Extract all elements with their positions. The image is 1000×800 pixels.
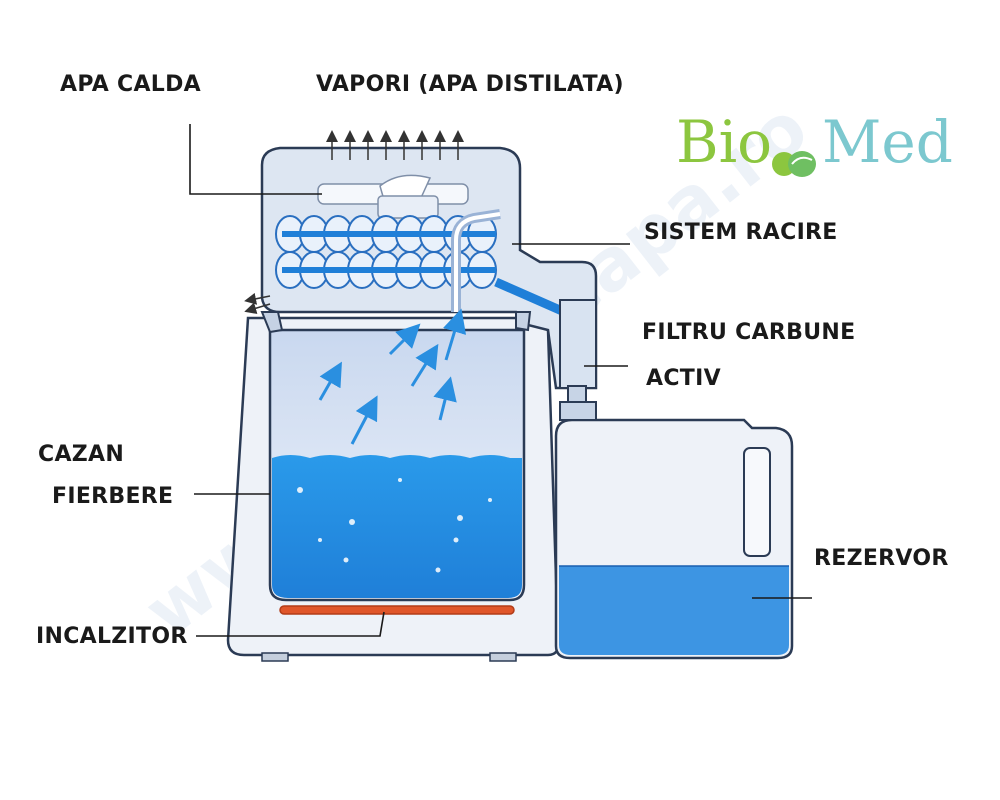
foot-left bbox=[261, 652, 289, 662]
logo-text-bio: Bio bbox=[676, 108, 773, 176]
fan bbox=[317, 174, 469, 219]
reservoir-cap bbox=[559, 401, 597, 421]
label-cazan-line2: FIERBERE bbox=[52, 484, 174, 509]
foot-right bbox=[489, 652, 517, 662]
lid-rim bbox=[260, 311, 532, 334]
label-sistem-racire: SISTEM RACIRE bbox=[644, 220, 838, 245]
leader-lines bbox=[189, 124, 812, 637]
carbon-filter bbox=[559, 299, 597, 389]
label-filtru-line2: ACTIV bbox=[646, 366, 721, 391]
label-filtru-line1: FILTRU CARBUNE bbox=[642, 320, 856, 345]
leaf-icon bbox=[772, 151, 816, 177]
label-cazan-line1: CAZAN bbox=[38, 442, 125, 467]
boiling-water bbox=[272, 455, 522, 598]
label-rezervor: REZERVOR bbox=[814, 546, 949, 571]
bubbles bbox=[297, 478, 492, 573]
logo-text-med: Med bbox=[822, 108, 953, 176]
label-vapori: VAPORI (APA DISTILATA) bbox=[316, 72, 624, 97]
reservoir-handle bbox=[743, 447, 771, 557]
reservoir-water bbox=[559, 566, 789, 655]
label-incalzitor: INCALZITOR bbox=[36, 624, 188, 649]
vapor-exit-arrows bbox=[326, 130, 464, 160]
heater-element bbox=[279, 605, 515, 615]
steam-arrows bbox=[318, 308, 467, 445]
side-vent-arrows bbox=[244, 292, 271, 315]
label-apa-calda: APA CALDA bbox=[60, 72, 201, 97]
